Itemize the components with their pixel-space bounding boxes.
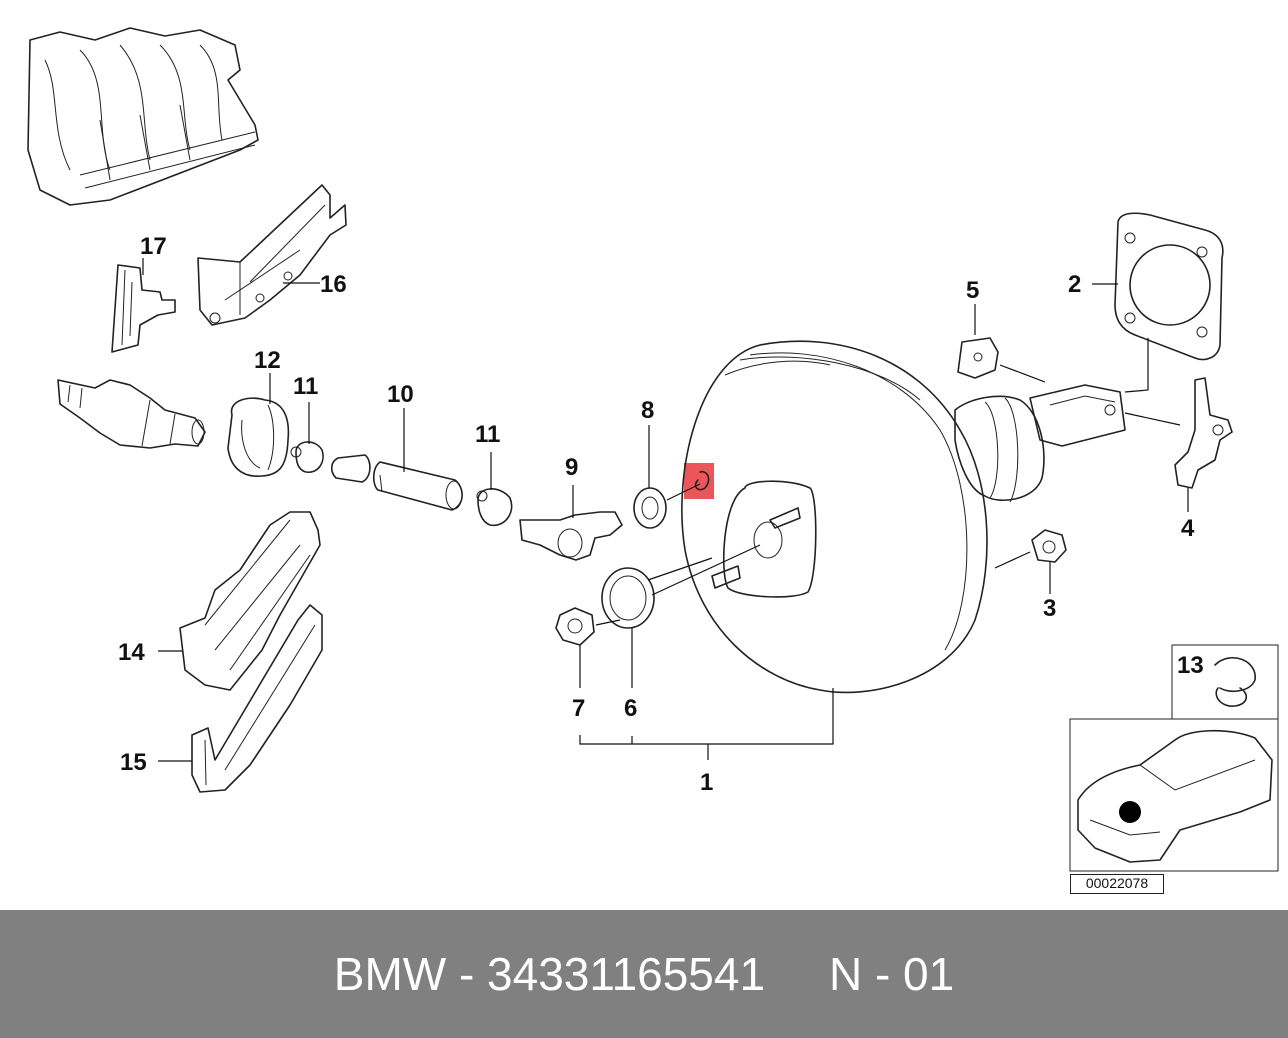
callout-7: 7 (572, 695, 585, 722)
part-4-pedal-bracket (1124, 377, 1233, 512)
part-number-label: BMW - 34331165541 N - 01 (333, 948, 955, 1000)
callout-4: 4 (1181, 515, 1195, 542)
callout-5: 5 (966, 277, 979, 304)
callout-9: 9 (565, 454, 578, 481)
footer-bar: BMW - 34331165541 N - 01 (0, 910, 1288, 1038)
check-valve-illustration (57, 379, 206, 449)
callout-12: 12 (254, 347, 281, 374)
callout-11-left: 11 (293, 373, 318, 400)
highlight-box (684, 463, 714, 499)
part-9-elbow-connector (519, 485, 623, 561)
part-11-clamp-left (290, 402, 324, 473)
part-7-nut (555, 607, 621, 688)
part-2-gasket (1092, 212, 1224, 393)
inset-vehicle-location (1069, 718, 1279, 872)
callout-11-right: 11 (475, 421, 500, 448)
short-hose-illustration (330, 454, 371, 483)
callout-15: 15 (120, 749, 147, 776)
intake-manifold-illustration (27, 27, 259, 206)
callout-6: 6 (624, 695, 637, 722)
callout-13: 13 (1177, 652, 1204, 679)
part-15-hose-bracket (158, 604, 323, 793)
part-14-hose-bracket (158, 511, 321, 691)
diagram-reference-code: 00022078 (1070, 874, 1164, 894)
part-11-clamp-right (476, 452, 513, 527)
part-16-rail (197, 184, 347, 326)
part-12-grommet (227, 373, 290, 477)
callout-10: 10 (387, 381, 414, 408)
part-3-nut (994, 529, 1067, 594)
callout-2: 2 (1068, 271, 1081, 298)
callout-3: 3 (1043, 595, 1056, 622)
part-5-clip (957, 304, 1046, 383)
callout-1: 1 (700, 769, 713, 796)
location-marker (1119, 801, 1141, 823)
part-1-brake-booster (579, 340, 1126, 760)
callout-14: 14 (118, 639, 145, 666)
highlighted-part-marker (666, 463, 714, 501)
callout-16: 16 (320, 271, 347, 298)
part-10-hose (372, 408, 463, 511)
callout-17: 17 (140, 233, 167, 260)
part-17-bracket (111, 258, 176, 353)
callout-8: 8 (641, 397, 654, 424)
part-8-grommet (633, 425, 667, 529)
brake-booster-parts-diagram: 1 2 3 4 5 6 7 8 9 10 11 11 12 13 14 15 1… (27, 27, 1279, 872)
part-6-seal-ring (601, 557, 713, 688)
